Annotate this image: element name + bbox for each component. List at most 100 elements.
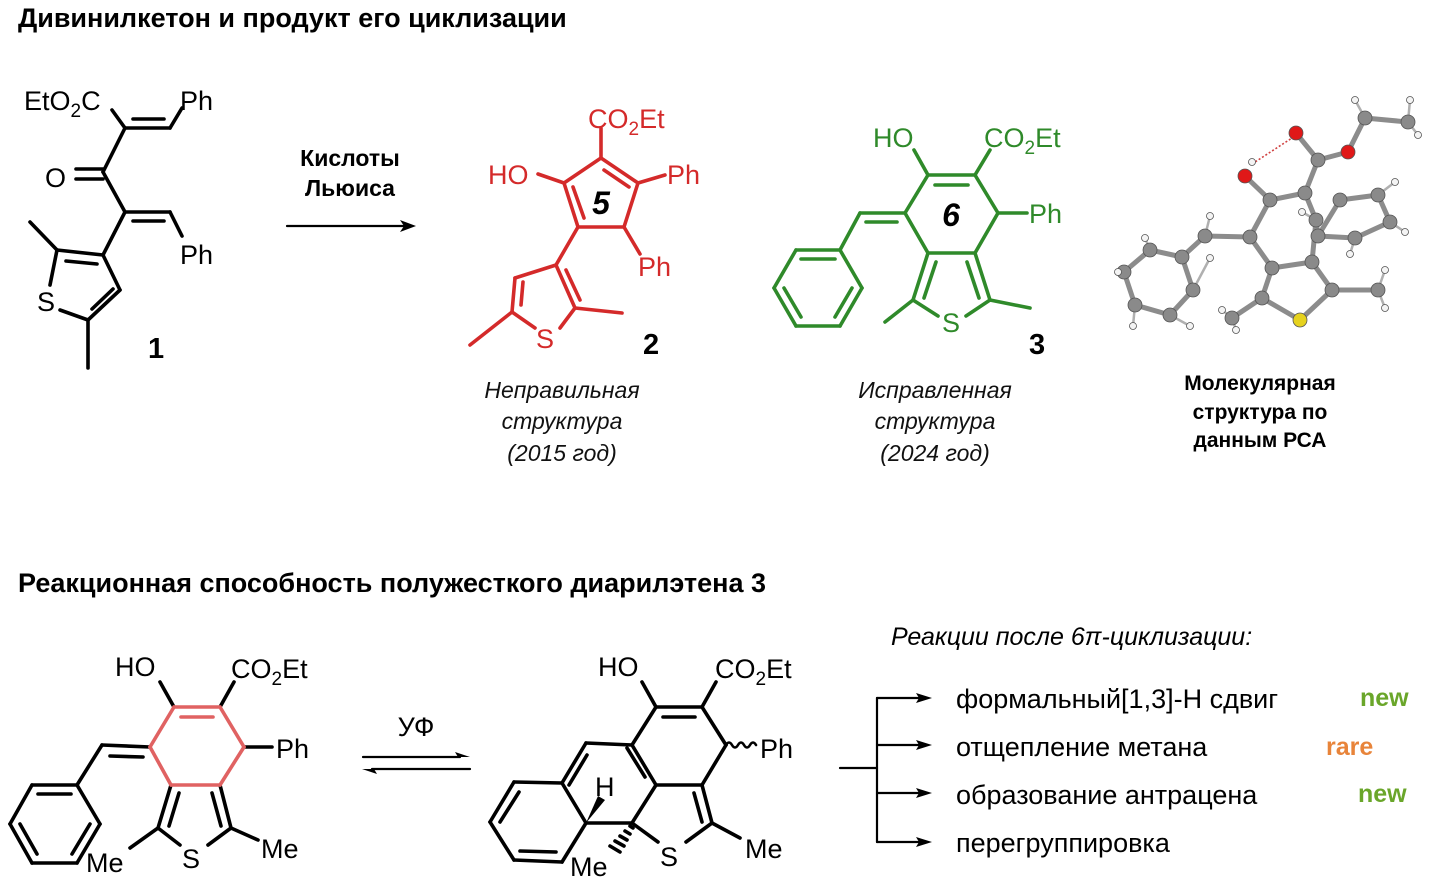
cyclized-product	[488, 680, 758, 864]
hydrogen-atom	[1391, 178, 1399, 186]
xray-caption: данным РСА	[1194, 429, 1327, 452]
hashed-bond	[608, 824, 635, 854]
carbon-atom	[1370, 282, 1386, 298]
reaction-arrow	[285, 220, 416, 232]
oxygen-atom	[1340, 144, 1356, 160]
carbon-atom	[1304, 254, 1320, 270]
carbon-atom	[1224, 310, 1240, 326]
ester-label-end: Et	[1035, 123, 1061, 153]
new-badge: new	[1360, 684, 1409, 712]
methyl-label: Me	[261, 834, 299, 864]
svg-text:CO2Et: CO2Et	[715, 654, 792, 690]
xray-caption: Молекулярная	[1184, 372, 1336, 395]
caption: Неправильная	[484, 377, 639, 403]
svg-text:CO2Et: CO2Et	[984, 123, 1061, 159]
caption: (2024 год)	[880, 440, 989, 466]
sulfur-label: S	[536, 324, 554, 354]
equilibrium-arrows	[361, 752, 472, 774]
ester-subscript: 2	[756, 669, 767, 690]
hydrogen-atom	[1232, 326, 1240, 334]
ester-label: EtO	[24, 86, 71, 116]
section-title-bottom: Реакционная способность полужесткого диа…	[18, 568, 766, 598]
sulfur-label: S	[182, 844, 200, 874]
ester-label-end: Et	[766, 654, 792, 684]
hydrogen-bond	[1251, 137, 1293, 165]
ester-label: CO	[984, 123, 1025, 153]
reactions-heading: Реакции после 6π-циклизации:	[891, 623, 1252, 651]
sulfur-label: S	[660, 842, 678, 872]
compound-3-reactant	[8, 680, 274, 865]
hydroxy-label: HO	[873, 123, 914, 153]
carbon-atom	[1308, 212, 1324, 228]
compound-2: CO2Et HO Ph Ph S 5	[468, 104, 700, 354]
hydrogen-atom	[1401, 228, 1409, 236]
hydroxy-label: HO	[115, 652, 156, 682]
carbon-atom	[1127, 297, 1143, 313]
reaction-item: формальный[1,3]-H сдвиг	[956, 684, 1278, 714]
hydrogen-atom	[1406, 96, 1414, 104]
phenyl-label: Ph	[760, 734, 793, 764]
svg-text:CO2Et: CO2Et	[588, 104, 665, 140]
phenyl-label: Ph	[180, 86, 213, 116]
hydrogen-atom	[1351, 96, 1359, 104]
hydroxy-label: HO	[598, 652, 639, 682]
compound-number: 3	[1029, 329, 1045, 361]
oxygen-atom	[1237, 168, 1253, 184]
caption: структура	[875, 408, 996, 434]
wavy-bond	[724, 741, 758, 749]
wedge-bond	[586, 796, 605, 823]
reagent-label: Кислоты	[300, 145, 400, 171]
arrowhead-icon	[455, 752, 470, 757]
ester-label: CO	[715, 654, 756, 684]
compound-number: 2	[643, 329, 659, 361]
carbon-atom	[1162, 307, 1178, 323]
carbon-atom	[1264, 260, 1280, 276]
reaction-item: отщепление метана	[956, 732, 1208, 762]
phenyl-label: Ph	[1029, 199, 1062, 229]
hydrogen-atom	[1206, 254, 1214, 262]
compound-number: 1	[148, 333, 164, 365]
compound-1: EtO2C Ph Ph O S 1	[24, 86, 213, 370]
ester-subscript: 2	[71, 101, 82, 122]
xray-caption: структура по	[1193, 401, 1328, 424]
hydrogen-atom	[1248, 158, 1256, 166]
hydrogen-atom	[1414, 131, 1422, 139]
ester-label: CO	[231, 654, 272, 684]
carbon-atom	[1142, 242, 1158, 258]
arrowhead-icon	[916, 788, 932, 798]
uv-condition-label: УФ	[398, 712, 435, 742]
hydrogen-atom	[1218, 306, 1226, 314]
carbon-atom	[1347, 230, 1363, 246]
ester-label-end: Et	[282, 654, 308, 684]
hydrogen-atom	[1346, 250, 1354, 258]
hydrogen-atom	[1114, 268, 1122, 276]
svg-text:CO2Et: CO2Et	[231, 654, 308, 690]
carbon-atom	[1197, 228, 1213, 244]
sulfur-label: S	[37, 287, 55, 317]
arrowhead-icon	[362, 769, 377, 774]
rare-badge: rare	[1326, 733, 1373, 761]
phenyl-label: Ph	[180, 240, 213, 270]
oxygen-atom	[1288, 125, 1304, 141]
hydrogen-atom	[1298, 208, 1306, 216]
carbon-atom	[1400, 114, 1416, 130]
hydrogen-atom	[1129, 322, 1137, 330]
reaction-item: образование антрацена	[956, 780, 1258, 810]
section-title-top: Дивинилкетон и продукт его циклизации	[18, 3, 567, 33]
carbon-atom	[1254, 290, 1270, 306]
ester-subscript: 2	[272, 669, 283, 690]
carbon-atom	[1262, 192, 1278, 208]
reagent-label: Льюиса	[305, 175, 395, 201]
methyl-label: Me	[86, 848, 124, 878]
hydrogen-atom	[1186, 322, 1194, 330]
hydrogen-atom	[1206, 212, 1214, 220]
phenyl-label: Ph	[667, 160, 700, 190]
ring-size-label: 5	[592, 185, 611, 221]
hydrogen-atom	[1381, 266, 1389, 274]
ester-subscript: 2	[629, 119, 640, 140]
carbon-atom	[1324, 282, 1340, 298]
hydrogen-label: H	[595, 772, 615, 802]
phenyl-label: Ph	[638, 252, 671, 282]
carbon-atom	[1185, 282, 1201, 298]
